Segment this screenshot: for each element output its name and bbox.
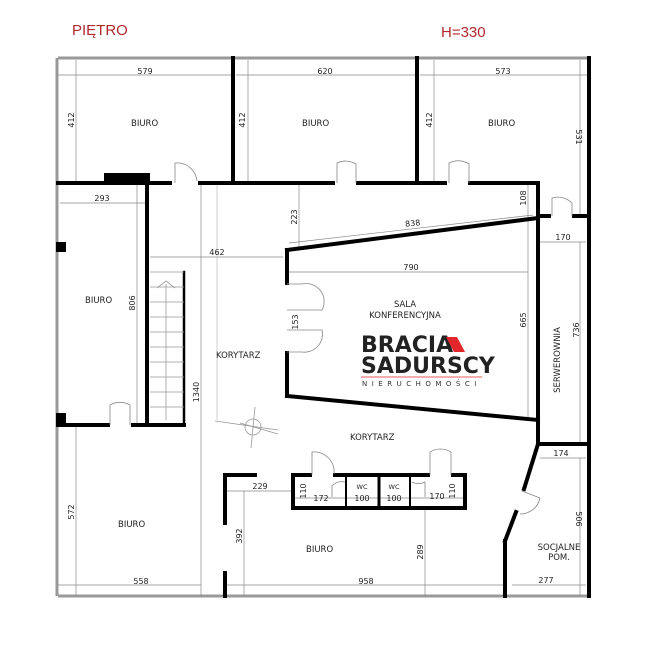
svg-text:110: 110 (299, 483, 308, 498)
svg-text:573: 573 (495, 67, 510, 76)
svg-text:790: 790 (403, 263, 418, 272)
svg-text:170: 170 (429, 492, 444, 501)
svg-text:392: 392 (235, 528, 244, 543)
room-label: SOCJALNE (538, 543, 581, 553)
room-label: KORYTARZ (216, 351, 261, 361)
room-label: WC (357, 483, 368, 491)
stairs (150, 271, 184, 420)
room-labels: BIURO BIURO BIURO BIURO KORYTARZ KORYTAR… (85, 119, 580, 563)
room-label: BIURO (306, 545, 333, 555)
svg-text:412: 412 (67, 112, 76, 127)
svg-text:277: 277 (538, 576, 553, 585)
svg-text:174: 174 (553, 449, 568, 458)
svg-text:170: 170 (555, 233, 570, 242)
room-label: WC (389, 483, 400, 491)
svg-text:412: 412 (238, 112, 247, 127)
svg-text:108: 108 (519, 190, 528, 205)
svg-text:736: 736 (572, 322, 581, 337)
svg-text:579: 579 (137, 67, 152, 76)
svg-text:838: 838 (405, 218, 421, 229)
svg-text:289: 289 (416, 544, 425, 559)
north-arrow-icon (214, 406, 279, 449)
svg-text:665: 665 (519, 312, 528, 327)
walls (56, 56, 591, 598)
dimension-labels: 579 620 573 412 412 412 531 293 806 462 … (67, 67, 583, 586)
svg-text:572: 572 (67, 504, 76, 519)
svg-text:806: 806 (128, 295, 137, 310)
svg-text:229: 229 (252, 482, 267, 491)
room-label: SERWEROWNIA (553, 327, 563, 393)
svg-text:293: 293 (94, 194, 109, 203)
room-label: POM. (548, 553, 570, 563)
room-label: BIURO (302, 119, 329, 129)
svg-text:223: 223 (290, 209, 299, 224)
height-label: H=330 (441, 24, 486, 41)
room-label: BIURO (488, 119, 515, 129)
room-label: KONFERENCYJNA (369, 311, 441, 321)
stair-arrow-icon (156, 280, 176, 289)
svg-text:172: 172 (313, 494, 328, 503)
dimension-lines (58, 60, 588, 596)
svg-text:506: 506 (574, 511, 583, 526)
svg-text:958: 958 (358, 577, 373, 586)
logo-line2: SADURSCY (361, 354, 496, 379)
floor-label: PIĘTRO (72, 22, 128, 39)
logo-tagline: NIERUCHOMOŚCI (362, 379, 481, 388)
company-logo: BRACIA SADURSCY NIERUCHOMOŚCI (361, 333, 496, 388)
svg-text:100: 100 (354, 494, 369, 503)
svg-text:1340: 1340 (192, 382, 201, 402)
logo-accent-icon (446, 337, 465, 352)
facade (55, 56, 590, 598)
svg-text:100: 100 (386, 494, 401, 503)
doors (109, 160, 573, 515)
logo-line1: BRACIA (361, 333, 453, 358)
svg-text:620: 620 (317, 67, 332, 76)
room-label: BIURO (85, 296, 112, 306)
svg-text:531: 531 (574, 129, 583, 144)
room-label: BIURO (131, 119, 158, 129)
svg-text:412: 412 (425, 112, 434, 127)
room-label: SALA (394, 300, 416, 310)
svg-text:462: 462 (209, 248, 224, 257)
room-label: KORYTARZ (350, 433, 395, 443)
svg-text:153: 153 (291, 314, 300, 329)
room-label: BIURO (118, 520, 145, 530)
svg-text:110: 110 (448, 483, 457, 498)
svg-text:558: 558 (133, 577, 148, 586)
